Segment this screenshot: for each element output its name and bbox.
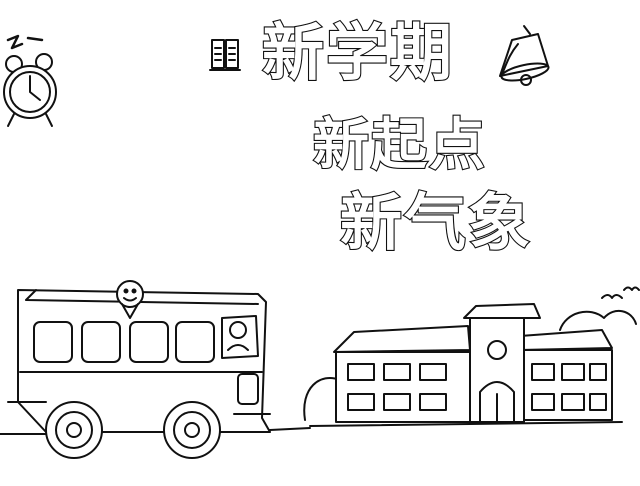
ground-line [0, 428, 310, 434]
headline-line-2: 新起点 [312, 113, 487, 178]
school-bus [8, 290, 270, 458]
bell-icon [500, 26, 550, 85]
smiley-location-pin-icon [117, 281, 143, 318]
headline-line-1: 新学期 [261, 16, 455, 89]
book-icon [210, 40, 240, 70]
birds [602, 288, 639, 299]
building-windows [348, 364, 606, 410]
headline-line-3: 新气象 [339, 186, 533, 259]
alarm-clock-icon [4, 36, 56, 126]
school-building [310, 304, 622, 426]
